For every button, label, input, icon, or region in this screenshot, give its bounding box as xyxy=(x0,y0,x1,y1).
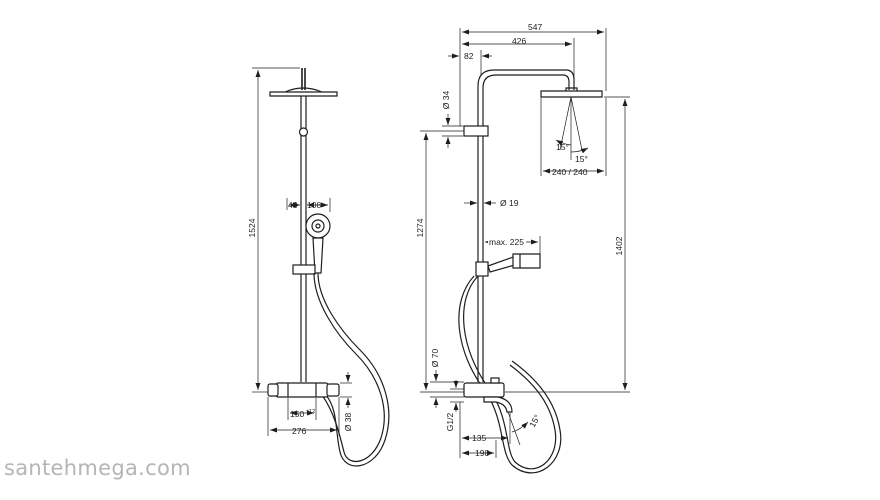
riser-and-arm xyxy=(463,69,575,382)
dim-135: 135 xyxy=(459,402,511,458)
dim-198-label: 198 xyxy=(475,448,489,458)
dim-150: 150 ±12 xyxy=(287,398,317,420)
side-view: 547 426 82 Ø 34 15° 15° xyxy=(415,22,630,474)
thermostat-mixer xyxy=(267,382,340,398)
shower-hose xyxy=(317,272,390,467)
dim-1402-label: 1402 xyxy=(614,236,624,255)
dim-1524: 1524 xyxy=(247,67,300,393)
dim-48-108: 48 108 xyxy=(286,198,331,212)
overhead-shower-head xyxy=(269,68,338,97)
dim-82: 82 xyxy=(448,50,492,75)
dim-spray-angle: 15° 15° 240 / 240 xyxy=(540,98,607,177)
shower-hose-side xyxy=(463,275,557,470)
hand-shower-side xyxy=(475,253,541,277)
dim-15c-label: 15° xyxy=(527,413,542,429)
dim-1274: 1274 xyxy=(415,130,464,393)
dim-240-label: 240 / 240 xyxy=(552,167,588,177)
dim-1402: 1402 xyxy=(505,96,630,393)
dim-48-label: 48 xyxy=(288,200,298,210)
dim-150-tolerance: ±12 xyxy=(306,409,315,415)
dim-108-label: 108 xyxy=(307,200,321,210)
dim-19: Ø 19 xyxy=(464,198,519,208)
dim-38-label: Ø 38 xyxy=(343,413,353,432)
dim-150-label: 150 xyxy=(290,409,304,419)
dim-19-label: Ø 19 xyxy=(500,198,519,208)
dim-135-label: 135 xyxy=(472,433,486,443)
dim-82-label: 82 xyxy=(464,51,474,61)
dim-max225-label: max. 225 xyxy=(489,237,524,247)
dim-547: 547 xyxy=(459,22,607,126)
dim-198: 198 xyxy=(462,440,497,458)
dim-276-label: 276 xyxy=(292,426,306,436)
dim-70-label: Ø 70 xyxy=(430,349,440,368)
watermark: santehmega.com xyxy=(4,456,191,480)
dim-38: Ø 38 xyxy=(340,372,353,431)
dim-spout-angle: 15° xyxy=(507,411,542,446)
dim-15b-label: 15° xyxy=(575,154,588,164)
dim-276: 276 xyxy=(267,397,340,436)
dim-1274-label: 1274 xyxy=(415,218,425,237)
dim-426-label: 426 xyxy=(512,36,526,46)
hand-shower xyxy=(292,213,331,275)
mixer-side xyxy=(463,377,513,413)
dim-426: 426 xyxy=(462,36,575,88)
dim-1524-label: 1524 xyxy=(247,218,257,237)
dim-max225: max. 225 xyxy=(485,236,541,254)
dim-70: Ø 70 xyxy=(430,349,464,408)
dim-34: Ø 34 xyxy=(441,91,463,148)
dim-34-label: Ø 34 xyxy=(441,91,451,110)
riser-pipe xyxy=(298,96,309,382)
dim-547-label: 547 xyxy=(528,22,542,32)
dim-g12-label: G1/2 xyxy=(445,413,455,432)
dim-15a-label: 15° xyxy=(556,142,569,152)
overhead-shower-side xyxy=(540,87,603,160)
front-view: 1524 48 108 150 ±12 276 xyxy=(247,67,390,467)
dim-g12: G1/2 xyxy=(445,380,464,431)
